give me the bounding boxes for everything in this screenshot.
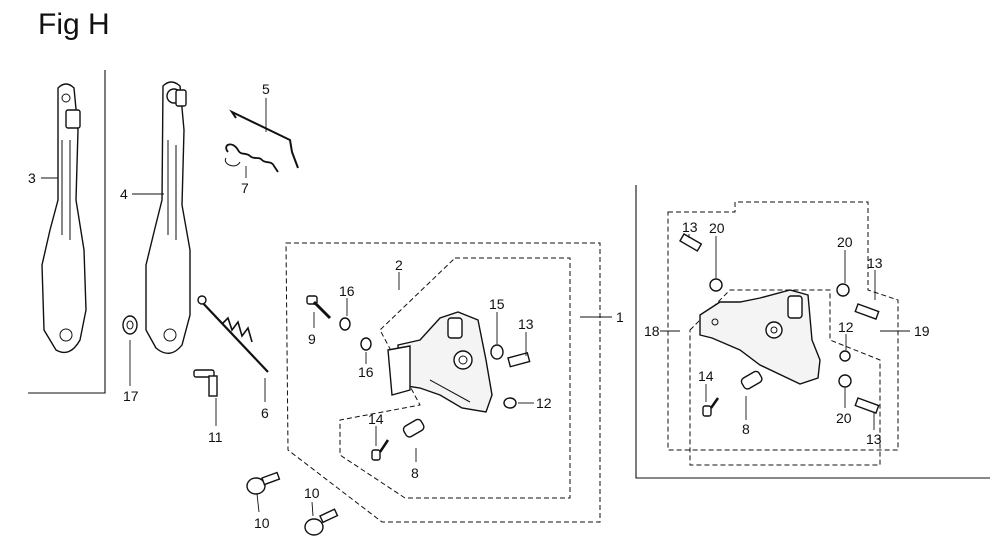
- callout-8-center: 8: [411, 465, 419, 481]
- callout-14-center: 14: [368, 411, 384, 427]
- throttle-rod-part-6: [197, 295, 269, 373]
- callout-13-right-lower: 13: [866, 431, 882, 447]
- callout-1: 1: [616, 309, 624, 325]
- screw-part-14-center: [371, 439, 390, 461]
- arm-lever-part-4: [145, 81, 191, 354]
- callout-8-right: 8: [742, 421, 750, 437]
- washer-part-12-right: [839, 350, 851, 362]
- group-boundary-right: [667, 201, 899, 451]
- nut-part-15: [490, 344, 504, 360]
- callout-6: 6: [261, 405, 269, 421]
- callout-7: 7: [241, 180, 249, 196]
- callout-2: 2: [395, 257, 403, 273]
- screw-part-9: [306, 295, 332, 320]
- callout-3: 3: [28, 170, 36, 186]
- flange-bolt-part-10a: [246, 471, 281, 495]
- callout-4: 4: [120, 186, 128, 202]
- group-boundary-right-inner: [689, 289, 881, 466]
- group-boundary-center: [285, 242, 601, 523]
- bolt-part-13-right-upper-left: [679, 233, 703, 252]
- bolt-part-11: [193, 369, 218, 397]
- callout-16-upper: 16: [339, 283, 355, 299]
- control-base-right: [699, 289, 821, 385]
- governor-rod-part-5: [229, 109, 299, 169]
- flange-bolt-part-10b: [304, 508, 339, 536]
- nut-part-17: [122, 315, 138, 335]
- screw-part-14-right: [702, 397, 720, 417]
- callout-16-lower: 16: [358, 364, 374, 380]
- control-base-part-2: [387, 311, 493, 413]
- callout-20-upper-left: 20: [709, 220, 725, 236]
- callout-13-center: 13: [518, 316, 534, 332]
- callout-20-lower: 20: [836, 410, 852, 426]
- nut-part-20-right-lower: [838, 374, 852, 388]
- collar-part-8-center: [402, 418, 425, 438]
- frame-left-section: [28, 70, 106, 394]
- bolt-part-13-right-lower: [854, 397, 880, 414]
- nut-part-16b: [360, 337, 372, 351]
- callout-17: 17: [123, 388, 139, 404]
- figure-title: Fig H: [38, 8, 110, 41]
- frame-right-section: [635, 185, 990, 479]
- callout-labels: 1 2 3 4 5 6 7 8 8 9 10 10 11 12 12 13 13…: [28, 81, 930, 531]
- callout-15: 15: [489, 296, 505, 312]
- leader-lines: [41, 98, 910, 517]
- bolt-part-13-center: [507, 351, 531, 368]
- callout-9: 9: [308, 331, 316, 347]
- callout-11: 11: [208, 429, 223, 445]
- callout-10-right: 10: [304, 485, 320, 501]
- callout-18: 18: [644, 323, 660, 339]
- washer-part-12-center: [503, 397, 517, 409]
- nut-part-16a: [339, 317, 351, 331]
- callout-13-right-upper-left: 13: [682, 219, 698, 235]
- callout-12-center: 12: [536, 395, 552, 411]
- callout-14-right: 14: [698, 368, 714, 384]
- callout-19: 19: [914, 323, 930, 339]
- callout-10-left: 10: [254, 515, 270, 531]
- collar-part-8-right: [740, 370, 763, 390]
- nut-part-20-right-upper: [709, 278, 723, 292]
- callout-12-right: 12: [838, 319, 854, 335]
- spring-part-7: [224, 143, 279, 173]
- nut-part-20-right-upper2: [836, 283, 850, 297]
- arm-lever-part-3: [41, 83, 87, 354]
- callout-5: 5: [262, 81, 270, 97]
- bolt-part-13-right-upper-right: [854, 303, 880, 320]
- callout-20-upper-right: 20: [837, 234, 853, 250]
- callout-13-right-upper-right: 13: [867, 255, 883, 271]
